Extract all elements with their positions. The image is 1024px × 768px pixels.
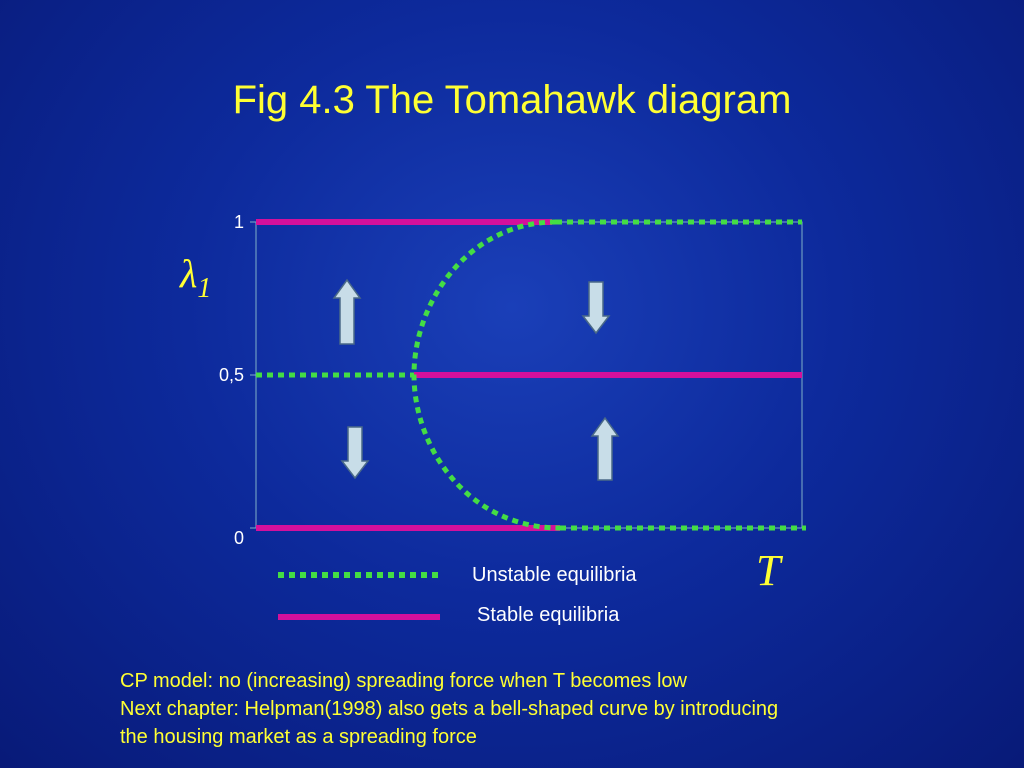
y-tick-1: 1 [233,212,244,232]
slide-notes: CP model: no (increasing) spreading forc… [120,667,1000,751]
slide-title: Fig 4.3 The Tomahawk diagram [232,78,792,122]
arrow-down-icon [581,281,611,335]
x-axis-label: T [756,546,781,595]
note-line: Next chapter: Helpman(1998) also gets a … [120,698,779,720]
note-line: the housing market as a spreading force [120,726,477,748]
arrow-down-icon [340,426,370,480]
arrow-up-icon [590,416,620,481]
y-axis-subscript: 1 [197,273,212,304]
y-axis-label: λ1 [180,250,211,304]
legend-unstable-label: Unstable equilibria [472,564,637,586]
note-line: CP model: no (increasing) spreading forc… [120,670,687,692]
y-tick-half: 0,5 [218,365,244,385]
y-tick-0: 0 [233,528,244,548]
arrow-up-icon [332,278,362,345]
legend-stable-label: Stable equilibria [477,604,620,626]
unstable-curve [411,219,561,531]
y-axis-symbol: λ [180,251,198,296]
